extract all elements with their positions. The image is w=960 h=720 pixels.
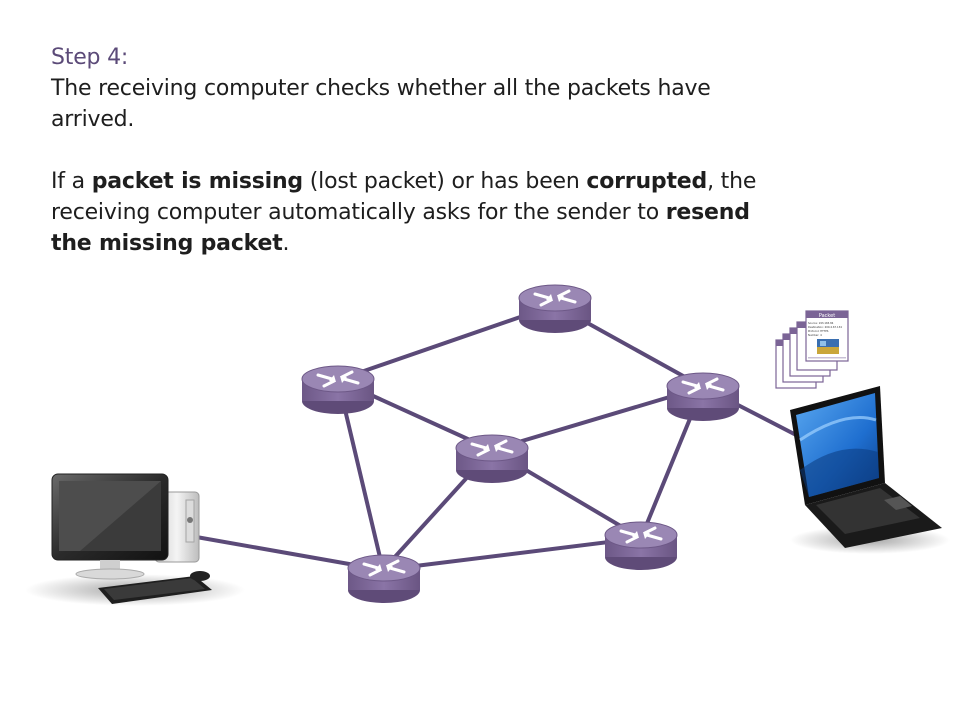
packet-line-source: Source: 193.165.84	[808, 321, 834, 325]
router-bottom	[347, 554, 421, 603]
text-run: , the receiving computer automatically a…	[51, 169, 757, 225]
step-title: Step 4:	[51, 45, 129, 70]
text-run: (lost packet) or has been	[302, 169, 587, 194]
packet-line-protocol: Protocol: HTTPS	[808, 329, 829, 333]
link-top-left	[336, 303, 557, 382]
packet-card-front: Packet Source: 193.165.84 Destination: 2…	[805, 310, 849, 362]
router-arrows-icon	[619, 526, 663, 544]
router-arrows-icon	[316, 370, 360, 388]
paragraph-arrival-check: The receiving computer checks whether al…	[51, 76, 711, 132]
slide-text: Step 4: The receiving computer checks wh…	[51, 42, 791, 259]
router-right	[666, 372, 740, 421]
emphasis-corrupted: corrupted	[586, 169, 708, 194]
paragraph-missing-packet: If a packet is missing (lost packet) or …	[51, 166, 791, 259]
packet-line-number: Number: 4	[808, 333, 822, 337]
packet-line-destination: Destination: 200.4.67.134	[808, 325, 842, 329]
text-run: .	[282, 231, 290, 256]
router-arrows-icon	[533, 289, 577, 307]
router-arrows-icon	[681, 377, 725, 395]
router-arrows-icon	[470, 439, 514, 457]
laptop-computer-icon	[790, 386, 950, 554]
text-run: If a	[51, 169, 92, 194]
link-bottom-lowright	[381, 536, 643, 572]
router-left	[301, 365, 375, 414]
desktop-computer-icon	[25, 473, 245, 606]
router-lower-right	[604, 521, 678, 570]
emphasis-resend: resend the missing packet	[51, 200, 750, 256]
router-arrows-icon	[362, 559, 406, 577]
packet-stack: Packet Source: 193.165.84 Destination: 2…	[775, 310, 849, 389]
router-center	[455, 434, 529, 483]
router-top	[518, 284, 592, 333]
emphasis-packet-missing: packet is missing	[91, 169, 303, 194]
packet-header-label: Packet	[819, 313, 835, 319]
